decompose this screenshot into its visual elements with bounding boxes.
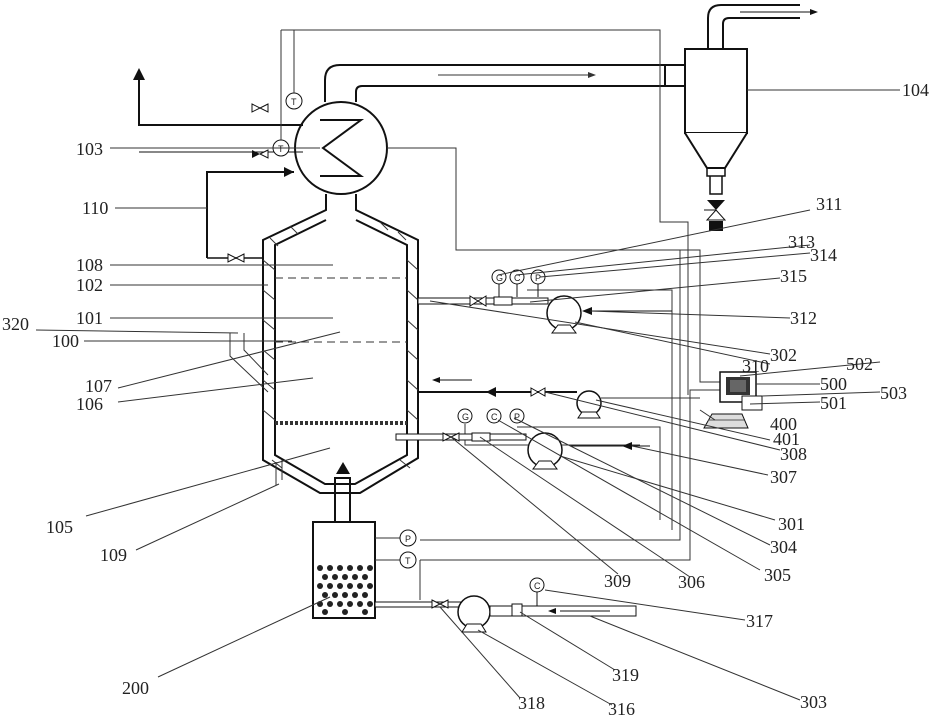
label-106: 106: [76, 394, 103, 414]
temp-sensor-mid: T: [278, 144, 284, 154]
gauge-p-upper: P: [535, 273, 541, 283]
label-317: 317: [746, 611, 773, 631]
label-319: 319: [612, 665, 639, 685]
label-306: 306: [678, 572, 705, 592]
label-304: 304: [770, 537, 797, 557]
label-310: 310: [742, 356, 769, 376]
label-105: 105: [46, 517, 73, 537]
label-104: 104: [902, 80, 929, 100]
label-502: 502: [846, 354, 873, 374]
tank-pressure-sensor: P: [405, 534, 411, 544]
label-305: 305: [764, 565, 791, 585]
label-108: 108: [76, 255, 103, 275]
gauge-g-upper: G: [496, 273, 503, 283]
label-303: 303: [800, 692, 827, 712]
label-107: 107: [85, 376, 112, 396]
left-gas-lines: [133, 30, 688, 395]
label-501: 501: [820, 393, 847, 413]
label-103: 103: [76, 139, 103, 159]
label-302: 302: [770, 345, 797, 365]
label-101: 101: [76, 308, 103, 328]
label-318: 318: [518, 693, 545, 713]
label-314: 314: [810, 245, 837, 265]
gauge-c-bottom: C: [534, 581, 541, 591]
label-315: 315: [780, 266, 807, 286]
label-200: 200: [122, 678, 149, 698]
control-computer: [704, 372, 762, 428]
label-312: 312: [790, 308, 817, 328]
label-320: 320: [2, 314, 29, 334]
temp-sensor-top: T: [291, 97, 297, 107]
label-100: 100: [52, 331, 79, 351]
reactor-vessel: [230, 194, 418, 493]
label-316: 316: [608, 699, 635, 718]
gauge-p-lower: P: [514, 412, 520, 422]
gauge-c-lower: C: [491, 412, 498, 422]
gauge-c-upper: C: [514, 273, 521, 283]
label-308: 308: [780, 444, 807, 464]
label-500: 500: [820, 374, 847, 394]
label-309: 309: [604, 571, 631, 591]
label-102: 102: [76, 275, 103, 295]
upper-feed-line: [418, 270, 672, 333]
label-110: 110: [82, 198, 108, 218]
label-503: 503: [880, 383, 907, 403]
feed-tank: [313, 462, 636, 632]
label-311: 311: [816, 194, 842, 214]
cyclone-separator: [665, 5, 818, 231]
tank-temp-sensor: T: [405, 556, 411, 566]
gauge-g-lower: G: [462, 412, 469, 422]
label-301: 301: [778, 514, 805, 534]
label-109: 109: [100, 545, 127, 565]
outlet-duct: [325, 65, 665, 102]
label-307: 307: [770, 467, 797, 487]
signal-lines: [387, 148, 720, 600]
lower-feed-line: [396, 409, 650, 469]
